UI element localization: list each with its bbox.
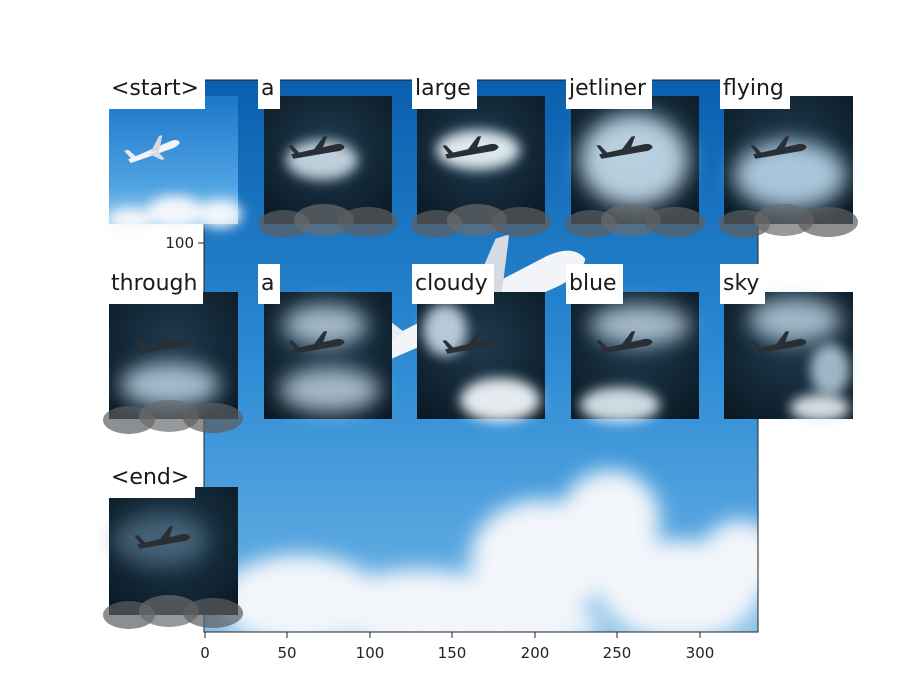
x-tick-label: 50 [277,644,296,662]
attention-tile-large [411,96,551,238]
token-label: large [412,69,477,109]
x-tick-label: 300 [686,644,715,662]
attention-tile-end [103,487,243,629]
x-tick-label: 150 [438,644,467,662]
y-tick-label: 100 [165,234,194,252]
x-tick: 100 [356,632,385,662]
attention-tile-a-2 [264,292,392,419]
x-axis: 0 50 100 150 200 250 300 [200,632,714,662]
x-tick: 300 [686,632,715,662]
x-tick-label: 250 [603,644,632,662]
attention-tile-blue [571,292,699,423]
y-axis: 100 [165,234,204,252]
token-label: blue [566,264,623,304]
attention-tile-a-1 [258,96,398,238]
x-tick-label: 0 [200,644,210,662]
token-label: <end> [108,458,196,498]
x-tick: 200 [521,632,550,662]
x-tick: 150 [438,632,467,662]
token-label: <start> [108,69,206,109]
token-label: through [108,264,204,304]
token-label: flying [720,69,790,109]
x-tick: 0 [200,632,210,662]
token-label: a [258,264,281,304]
attention-tile-flying [718,96,858,238]
token-label: jetliner [566,69,653,109]
token-label: a [258,69,281,109]
attention-tile-sky [724,292,853,422]
token-label: cloudy [412,264,494,304]
token-label: sky [720,264,766,304]
x-tick-label: 200 [521,644,550,662]
x-tick: 50 [277,632,297,662]
y-tick: 100 [165,234,204,252]
attention-tile-through [103,292,243,434]
x-tick-label: 100 [356,644,385,662]
x-tick: 250 [603,632,632,662]
attention-tile-jetliner [565,96,705,238]
attention-tile-start [108,96,242,232]
attention-tile-cloudy [417,292,545,422]
